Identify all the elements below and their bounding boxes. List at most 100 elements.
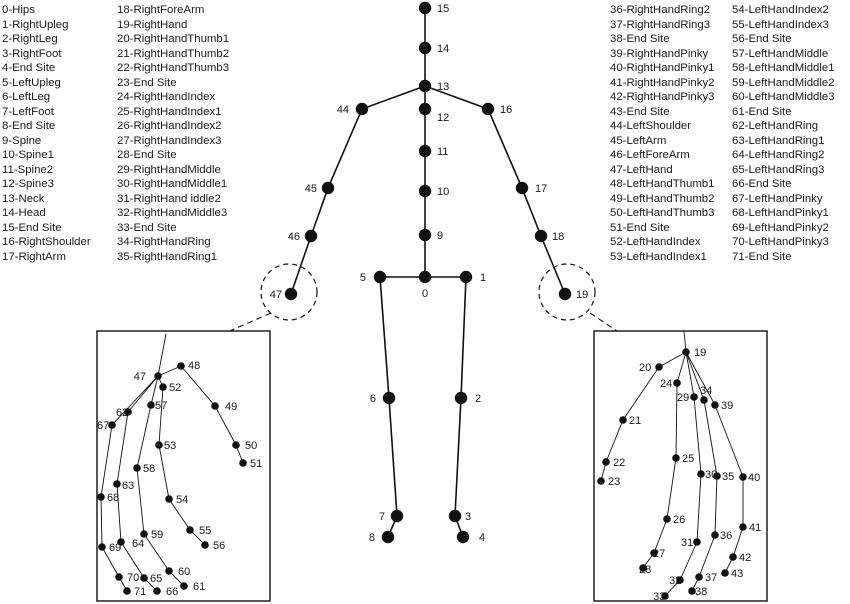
legend-entry: 61-End Site (732, 105, 792, 118)
zoom-connector-left (224, 312, 272, 334)
hand-bone-line (168, 498, 191, 531)
hand-joint-label: 43 (731, 568, 743, 580)
hand-joint-label: 38 (695, 586, 707, 598)
joint-dot (418, 1, 432, 15)
joint-label: 13 (437, 81, 449, 93)
legend-entry: 44-LeftShoulder (610, 120, 692, 132)
legend-entry: 9-Spine (2, 134, 42, 147)
hand-joint-label: 39 (721, 400, 733, 412)
legend-entry: 70-LeftHandPinky3 (732, 236, 829, 248)
bone-line (361, 85, 426, 110)
hand-joint-label: 25 (682, 453, 694, 465)
legend-entry: 59-LeftHandMiddle2 (732, 76, 835, 89)
joint-label: 10 (437, 186, 449, 198)
legend-entry: 22-RightHandThumb3 (117, 62, 230, 74)
hand-joint-dot (124, 408, 132, 416)
hand-bone-line (127, 375, 159, 413)
joint-dot (515, 181, 529, 195)
hand-joint-label: 29 (677, 392, 689, 404)
hand-joint-dot (711, 531, 719, 539)
legend-entry: 66-End Site (732, 178, 792, 190)
hand-joint-label: 30 (705, 469, 717, 481)
joint-dot (534, 229, 548, 243)
legend-entry: 60-LeftHandMiddle3 (732, 91, 835, 103)
hand-bone-line (143, 533, 170, 572)
joint-dot (418, 184, 432, 198)
hand-joint-label: 51 (250, 458, 262, 470)
hand-joint-label: 32 (669, 575, 681, 587)
joint-label: 44 (337, 104, 349, 116)
hand-joint-dot (739, 473, 747, 481)
legend-entry: 4-End Site (2, 62, 56, 74)
hand-bone-line (714, 404, 744, 478)
hand-bone-line (158, 444, 170, 500)
joint-dot (558, 287, 572, 301)
hand-joint-dot (108, 421, 116, 429)
joint-dot (418, 270, 432, 284)
legend-entry: 12-Spine3 (2, 178, 54, 190)
legend-entry: 33-End Site (117, 221, 177, 234)
legend-entry: 19-RightHand (117, 18, 188, 31)
hand-bone-line (180, 365, 216, 407)
hand-joint-label: 62 (116, 407, 128, 419)
legend-entry: 67-LeftHandPinky (732, 192, 823, 205)
legend-entry: 65-LeftHandRing3 (732, 163, 825, 176)
hand-joint-dot (232, 441, 240, 449)
hand-bone-line (116, 483, 122, 543)
legend-entry: 10-Spine1 (2, 149, 54, 161)
hand-bone-line (116, 411, 129, 485)
hand-bone-line (120, 541, 145, 579)
legend-entry: 29-RightHandMiddle (117, 163, 221, 176)
hand-joint-dot (211, 402, 219, 410)
legend-entry: 13-Neck (2, 192, 45, 205)
legend-entry: 35-RightHandRing1 (117, 250, 218, 263)
hand-joint-label: 57 (155, 400, 167, 412)
legend-entry: 26-RightHandIndex2 (117, 120, 222, 132)
joint-label: 3 (465, 511, 471, 523)
hand-joint-dot (673, 379, 681, 387)
bone-line (290, 235, 312, 295)
hand-joint-label: 70 (127, 572, 139, 584)
joint-label: 16 (500, 104, 512, 116)
legend-entry: 3-RightFoot (2, 47, 62, 60)
left-hand-inset-frame (96, 330, 271, 602)
hand-joint-dot (155, 441, 163, 449)
hand-bone-line (157, 365, 182, 377)
hand-bone-line (685, 351, 705, 401)
hand-joint-dot (700, 396, 708, 404)
joint-label: 17 (535, 183, 547, 195)
hand-joint-dot (186, 526, 194, 534)
legend-entry: 47-LeftHand (610, 163, 673, 176)
legend-entry: 21-RightHandThumb2 (117, 47, 230, 60)
legend-entry: 23-End Site (117, 76, 177, 89)
hand-joint-dot (676, 576, 684, 584)
hand-bone-line (685, 351, 695, 398)
hand-joint-label: 40 (748, 472, 760, 484)
legend-entry: 48-LeftHandThumb1 (610, 178, 715, 190)
zoom-connector-right (589, 312, 618, 332)
hand-bone-line (136, 404, 152, 469)
hand-joint-label: 34 (700, 385, 712, 397)
hand-bone-line (685, 351, 716, 406)
legend-entry: 32-RightHandMiddle3 (117, 207, 228, 219)
joint-label: 4 (479, 532, 485, 544)
legend-entry: 16-RightShoulder (2, 236, 91, 248)
hand-joint-label: 23 (608, 476, 620, 488)
joint-dot (459, 270, 473, 284)
joint-label: 0 (422, 288, 428, 300)
legend-entry: 31-RightHand iddle2 (117, 192, 221, 205)
hand-bone-line (653, 518, 668, 554)
joint-dot (481, 102, 495, 116)
legend-entry: 30-RightHandMiddle1 (117, 178, 228, 190)
hand-joint-dot (180, 582, 188, 590)
hand-joint-label: 48 (188, 360, 200, 372)
hand-joint-label: 58 (143, 463, 155, 475)
left-forearm-line (157, 333, 167, 377)
joint-label: 47 (270, 289, 282, 301)
hand-joint-label: 68 (107, 492, 119, 504)
joint-dot (418, 102, 432, 116)
hand-joint-dot (154, 372, 162, 380)
joint-label: 5 (360, 272, 366, 284)
